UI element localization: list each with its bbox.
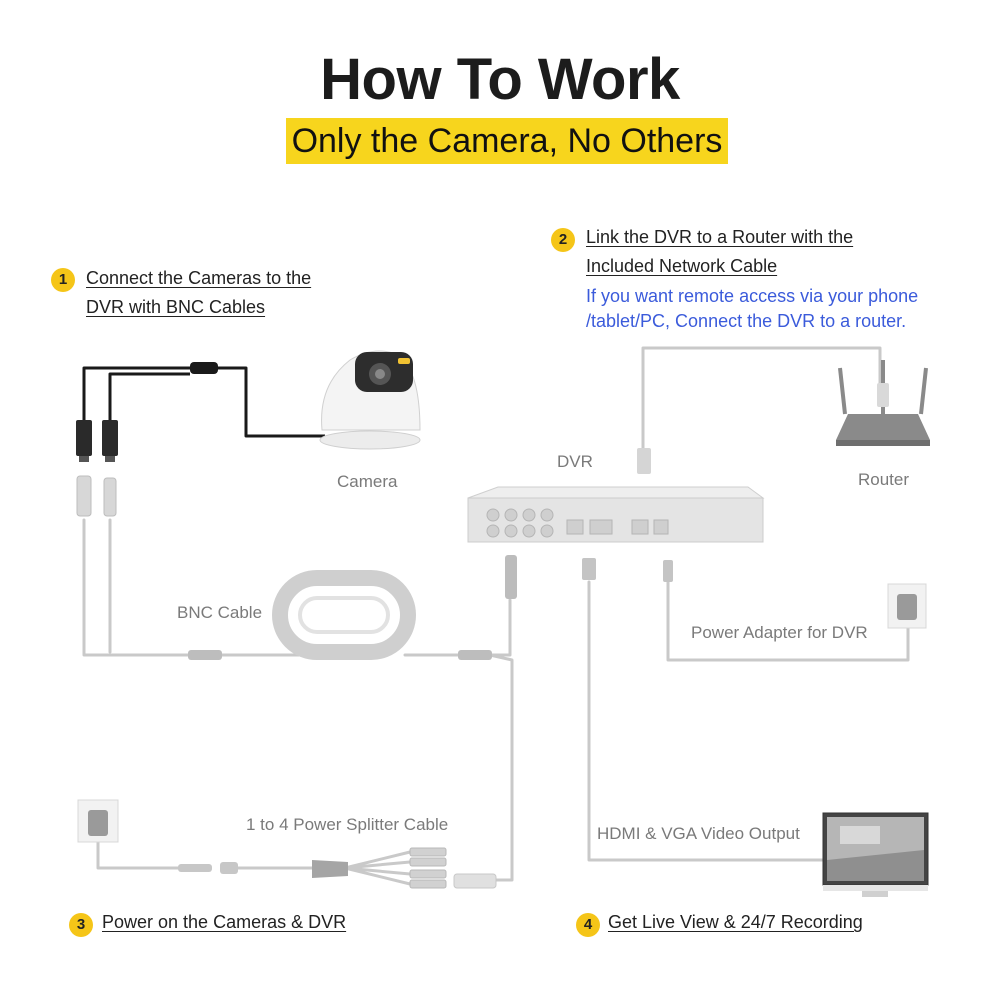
dvr-power-cable: [666, 578, 910, 662]
monitor-icon: [822, 812, 929, 897]
power-adapter-label: Power Adapter for DVR: [691, 623, 868, 642]
page-subtitle: Only the Camera, No Others: [286, 118, 728, 164]
hdmi-cable: [587, 580, 824, 862]
step-4-line1: Get Live View & 24/7 Recording: [608, 912, 863, 932]
step-4-text: Get Live View & 24/7 Recording: [608, 908, 863, 937]
step-2-badge: 2: [551, 228, 575, 252]
splitter-power-line: [488, 653, 514, 882]
router-icon: [836, 360, 930, 446]
step-1-line1: Connect the Cameras to the: [86, 268, 312, 288]
step-1-text: Connect the Cameras to the DVR with BNC …: [86, 264, 311, 322]
page-title: How To Work: [320, 47, 680, 112]
step-2-note-line2: /tablet/PC, Connect the DVR to a router.: [586, 311, 907, 331]
step-3-badge: 3: [69, 913, 93, 937]
bnc-cable-right: [403, 598, 512, 657]
step-2-note-line1: If you want remote access via your phone: [586, 286, 919, 306]
step-1-line2: DVR with BNC Cables: [86, 297, 266, 317]
splitter-main-line: [96, 836, 182, 870]
camera-label: Camera: [337, 472, 398, 491]
dvr-label: DVR: [557, 452, 593, 471]
router-label: Router: [858, 470, 910, 489]
step-3-text: Power on the Cameras & DVR: [102, 908, 346, 937]
camera-wall-outlet-icon: [77, 799, 119, 843]
step-2-line1: Link the DVR to a Router with the: [586, 227, 854, 247]
bnc-cable-left: [82, 518, 302, 657]
network-cable: [641, 346, 882, 457]
step-3-line1: Power on the Cameras & DVR: [102, 912, 347, 932]
step-2-note: If you want remote access via your phone…: [586, 284, 918, 334]
bnc-cable-coil-icon: [272, 570, 416, 660]
step-2-text: Link the DVR to a Router with the Includ…: [586, 223, 853, 281]
splitter-label: 1 to 4 Power Splitter Cable: [246, 815, 449, 834]
camera-connectors-icon: [76, 420, 118, 517]
step-4-badge: 4: [576, 913, 600, 937]
dvr-wall-outlet-icon: [887, 583, 927, 629]
step-1-badge: 1: [51, 268, 75, 292]
dome-camera-icon: [319, 350, 421, 450]
dvr-recorder-icon: [467, 486, 765, 543]
bnc-cable-label: BNC Cable: [177, 603, 263, 622]
video-output-label: HDMI & VGA Video Output: [597, 824, 800, 843]
step-2-line2: Included Network Cable: [586, 256, 778, 276]
